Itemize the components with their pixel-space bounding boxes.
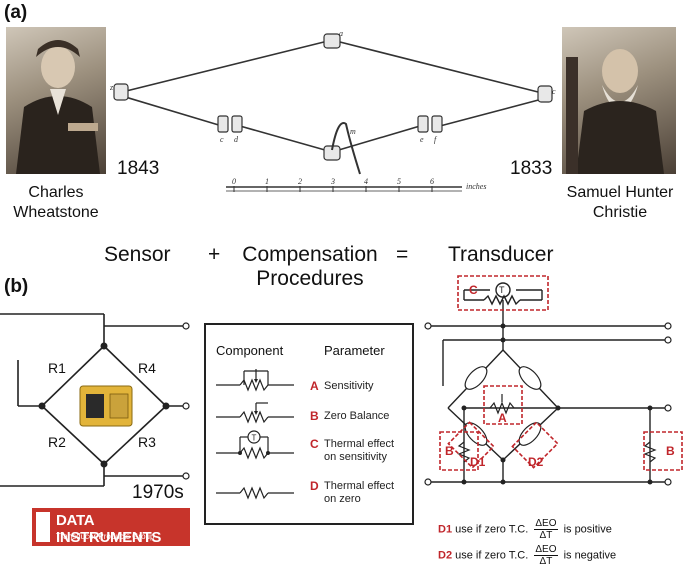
trans-label-c: C	[469, 283, 478, 297]
scale-tick-label: 4	[364, 177, 368, 186]
era-year: 1970s	[132, 482, 184, 503]
trans-label-a: A	[498, 411, 507, 425]
scale-tick-label: 6	[430, 177, 434, 186]
basic-bridge-diagram	[0, 313, 190, 487]
node-m-letter: m	[350, 127, 356, 136]
wheatstone-name: Charles Wheatstone	[13, 184, 99, 221]
legend-letter-a: A	[310, 379, 319, 393]
panel-b-label: (b)	[4, 276, 29, 297]
legend-text-d: Thermal effect on zero	[324, 480, 395, 505]
wheatstone-year: 1843	[117, 158, 160, 179]
historic-bridge-drawing: a z c c d e f m 0 1 2 3 4 5 6 inches	[110, 29, 556, 192]
thermistor-symbol: T	[252, 434, 257, 443]
legend-letter-d: D	[310, 479, 319, 493]
r4-label: R4	[138, 360, 156, 376]
legend-header-component: Component	[216, 343, 284, 358]
r3-label: R3	[138, 434, 156, 450]
trans-label-d1: D1	[470, 455, 486, 469]
legend-text-c: Thermal effect on sensitivity	[324, 438, 395, 463]
legend-text-a: Sensitivity	[324, 380, 374, 392]
node-z-letter: z	[110, 83, 114, 92]
data-instruments-logo: DATA INSTRUMENTS Transducer Products Gro…	[32, 508, 190, 546]
eq-sensor: Sensor	[104, 243, 171, 266]
christie-year: 1833	[510, 158, 553, 179]
trans-thermistor-t: T	[499, 285, 505, 295]
compensation-legend: Component Parameter	[204, 323, 414, 525]
legend-text-b: Zero Balance	[324, 410, 390, 422]
legend-letter-b: B	[310, 409, 319, 423]
scale-tick-label: 0	[232, 177, 236, 186]
trans-label-b-left: B	[445, 444, 454, 458]
legend-letter-c: C	[310, 437, 319, 451]
legend-symbols: T	[216, 369, 294, 500]
eq-compensation: Compensation Procedures	[242, 243, 378, 290]
panel-a-label: (a)	[4, 2, 28, 23]
node-f-letter: f	[434, 135, 438, 144]
transducer-bridge-diagram: C A B B D1 D2 T	[424, 275, 683, 486]
node-c2-letter: c	[220, 135, 224, 144]
r1-label: R1	[48, 360, 66, 376]
node-e-letter: e	[420, 135, 424, 144]
eq-plus: +	[208, 243, 221, 266]
scale-tick-label: 3	[330, 177, 335, 186]
eq-transducer: Transducer	[448, 243, 554, 266]
trans-label-d2: D2	[528, 455, 544, 469]
christie-name: Samuel Hunter Christie	[566, 184, 674, 221]
node-a-letter: a	[339, 29, 343, 38]
scale-tick-label: 2	[298, 177, 302, 186]
christie-portrait	[562, 27, 676, 174]
trans-label-b-right: B	[666, 444, 675, 458]
wheatstone-portrait	[6, 27, 106, 174]
node-c-letter: c	[552, 87, 556, 96]
scale-unit: inches	[466, 182, 486, 191]
r2-label: R2	[48, 434, 66, 450]
legend-header-parameter: Parameter	[324, 343, 385, 358]
scale-tick-label: 1	[265, 177, 269, 186]
eq-equals: =	[396, 243, 409, 266]
node-d-letter: d	[234, 135, 239, 144]
scale-tick-label: 5	[397, 177, 401, 186]
